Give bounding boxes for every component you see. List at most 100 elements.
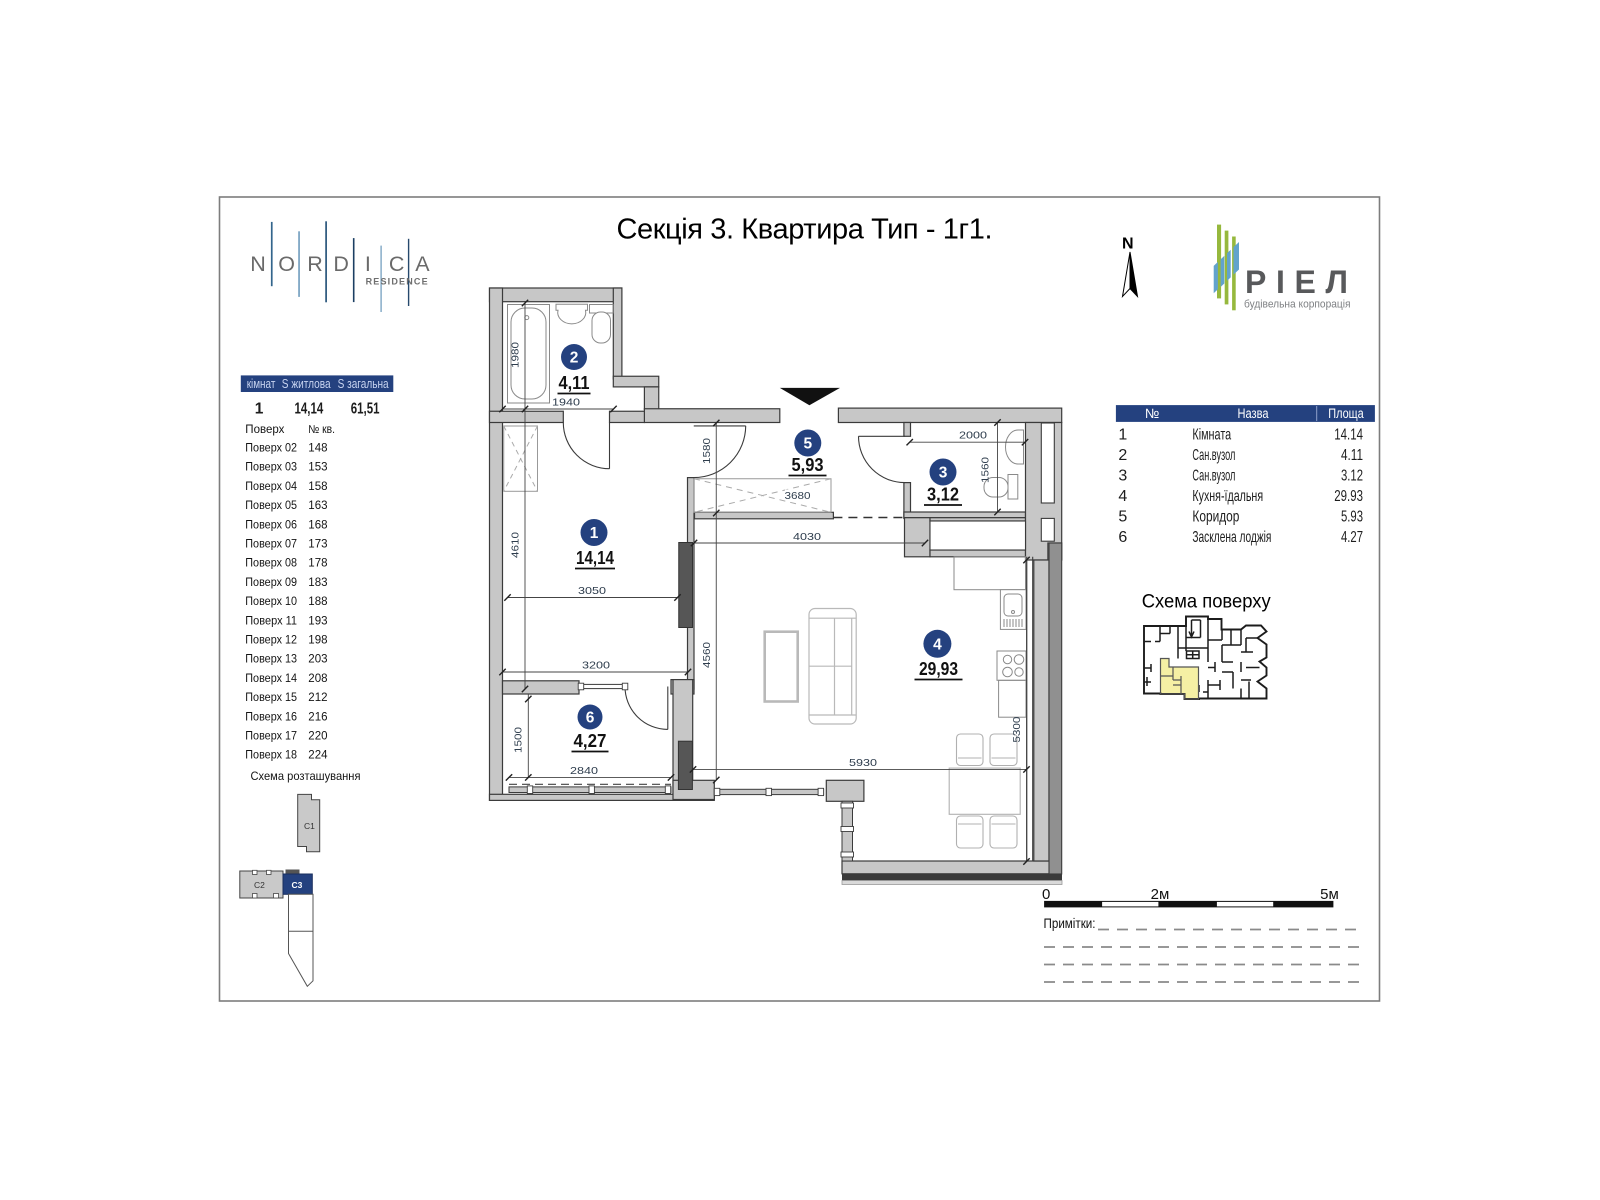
svg-text:4: 4	[933, 636, 942, 653]
svg-text:29,93: 29,93	[919, 659, 958, 679]
svg-text:РІЕЛ: РІЕЛ	[1245, 264, 1348, 300]
svg-text:5300: 5300	[1011, 716, 1023, 742]
svg-text:будівельна корпорація: будівельна корпорація	[1244, 299, 1351, 311]
svg-text:Секція 3. Квартира Тип - 1г1.: Секція 3. Квартира Тип - 1г1.	[617, 214, 993, 246]
svg-text:Поверх 09: Поверх 09	[245, 577, 297, 589]
svg-text:158: 158	[308, 481, 327, 493]
svg-text:212: 212	[308, 692, 327, 704]
svg-text:0: 0	[1042, 886, 1050, 903]
svg-text:220: 220	[308, 731, 327, 743]
svg-text:S житлова: S житлова	[282, 377, 331, 391]
svg-text:3: 3	[1118, 468, 1127, 485]
svg-text:C2: C2	[254, 880, 265, 890]
svg-text:2м: 2м	[1151, 886, 1170, 903]
svg-text:5м: 5м	[1320, 886, 1339, 903]
svg-text:Поверх 15: Поверх 15	[245, 692, 297, 704]
svg-text:4.11: 4.11	[1341, 447, 1363, 464]
svg-text:216: 216	[308, 711, 327, 723]
svg-text:3,12: 3,12	[927, 485, 959, 505]
svg-text:4610: 4610	[510, 532, 522, 558]
svg-text:5930: 5930	[849, 757, 877, 769]
svg-text:C1: C1	[304, 821, 315, 831]
svg-text:S загальна: S загальна	[338, 377, 389, 391]
svg-text:173: 173	[308, 539, 327, 551]
svg-text:183: 183	[308, 577, 327, 589]
svg-text:Поверх 07: Поверх 07	[245, 539, 297, 551]
svg-text:2840: 2840	[570, 765, 598, 777]
svg-text:1: 1	[1118, 427, 1127, 444]
svg-text:5.93: 5.93	[1341, 509, 1363, 526]
svg-text:№: №	[1145, 406, 1159, 421]
svg-text:1940: 1940	[552, 397, 580, 409]
svg-text:14,14: 14,14	[295, 401, 324, 418]
svg-text:5: 5	[1118, 509, 1127, 526]
svg-text:6: 6	[1118, 529, 1127, 546]
svg-text:Поверх 08: Поверх 08	[245, 558, 297, 570]
svg-text:Засклена лоджія: Засклена лоджія	[1192, 529, 1271, 546]
svg-text:5,93: 5,93	[792, 455, 824, 475]
svg-text:Поверх 14: Поверх 14	[245, 673, 297, 685]
svg-text:148: 148	[308, 443, 327, 455]
svg-text:№ кв.: № кв.	[308, 424, 335, 436]
svg-text:1560: 1560	[980, 457, 992, 483]
svg-text:29.93: 29.93	[1334, 488, 1363, 505]
svg-text:14.14: 14.14	[1334, 427, 1363, 444]
svg-text:кімнат: кімнат	[247, 377, 276, 391]
svg-text:178: 178	[308, 558, 327, 570]
svg-text:4030: 4030	[793, 531, 821, 543]
svg-text:Кухня-їдальня: Кухня-їдальня	[1192, 488, 1263, 505]
svg-text:14,14: 14,14	[576, 548, 614, 568]
svg-text:N: N	[1122, 236, 1134, 253]
svg-text:Поверх 10: Поверх 10	[245, 596, 297, 608]
svg-text:3680: 3680	[785, 490, 811, 502]
svg-text:C3: C3	[292, 880, 303, 890]
svg-text:Поверх: Поверх	[245, 424, 284, 436]
svg-text:188: 188	[308, 596, 327, 608]
svg-text:1: 1	[590, 525, 599, 542]
svg-text:203: 203	[308, 654, 327, 666]
svg-text:Поверх 03: Поверх 03	[245, 462, 297, 474]
svg-text:Коридор: Коридор	[1192, 509, 1239, 526]
svg-text:Поверх 16: Поверх 16	[245, 711, 297, 723]
svg-text:1500: 1500	[513, 727, 525, 753]
svg-text:Поверх 13: Поверх 13	[245, 654, 297, 666]
svg-text:163: 163	[308, 500, 327, 512]
svg-text:Поверх 05: Поверх 05	[245, 500, 297, 512]
svg-text:2: 2	[1118, 447, 1127, 464]
svg-text:3050: 3050	[578, 585, 606, 597]
svg-text:1980: 1980	[510, 342, 522, 368]
svg-text:3: 3	[939, 465, 948, 482]
svg-text:Поверх 02: Поверх 02	[245, 443, 297, 455]
svg-text:208: 208	[308, 673, 327, 685]
svg-text:4,27: 4,27	[574, 731, 607, 751]
svg-text:Примітки:: Примітки:	[1044, 915, 1096, 931]
svg-text:2: 2	[570, 350, 579, 367]
svg-text:Поверх 18: Поверх 18	[245, 750, 297, 762]
svg-text:4,11: 4,11	[559, 373, 590, 393]
svg-text:4: 4	[1118, 488, 1127, 505]
svg-text:Схема розташування: Схема розташування	[251, 769, 361, 783]
svg-text:4560: 4560	[701, 642, 713, 668]
svg-text:Сан.вузол: Сан.вузол	[1192, 447, 1235, 464]
svg-text:3.12: 3.12	[1341, 468, 1363, 485]
svg-text:153: 153	[308, 462, 327, 474]
svg-text:Схема поверху: Схема поверху	[1142, 592, 1271, 613]
svg-text:4.27: 4.27	[1341, 529, 1363, 546]
svg-text:6: 6	[586, 710, 595, 727]
svg-text:Поверх 11: Поверх 11	[245, 615, 297, 627]
svg-text:RESIDENCE: RESIDENCE	[366, 277, 428, 287]
svg-text:193: 193	[308, 615, 327, 627]
svg-text:198: 198	[308, 635, 327, 647]
svg-text:Кімната: Кімната	[1192, 427, 1231, 444]
svg-text:Поверх 17: Поверх 17	[245, 731, 297, 743]
svg-text:5: 5	[803, 436, 812, 453]
svg-text:Назва: Назва	[1238, 406, 1269, 421]
svg-text:Площа: Площа	[1328, 406, 1364, 421]
svg-text:1: 1	[255, 401, 264, 418]
svg-text:Поверх 04: Поверх 04	[245, 481, 297, 493]
svg-text:1580: 1580	[701, 438, 713, 464]
svg-text:224: 224	[308, 750, 328, 762]
svg-text:61,51: 61,51	[351, 401, 380, 418]
svg-text:Сан.вузол: Сан.вузол	[1192, 468, 1235, 485]
